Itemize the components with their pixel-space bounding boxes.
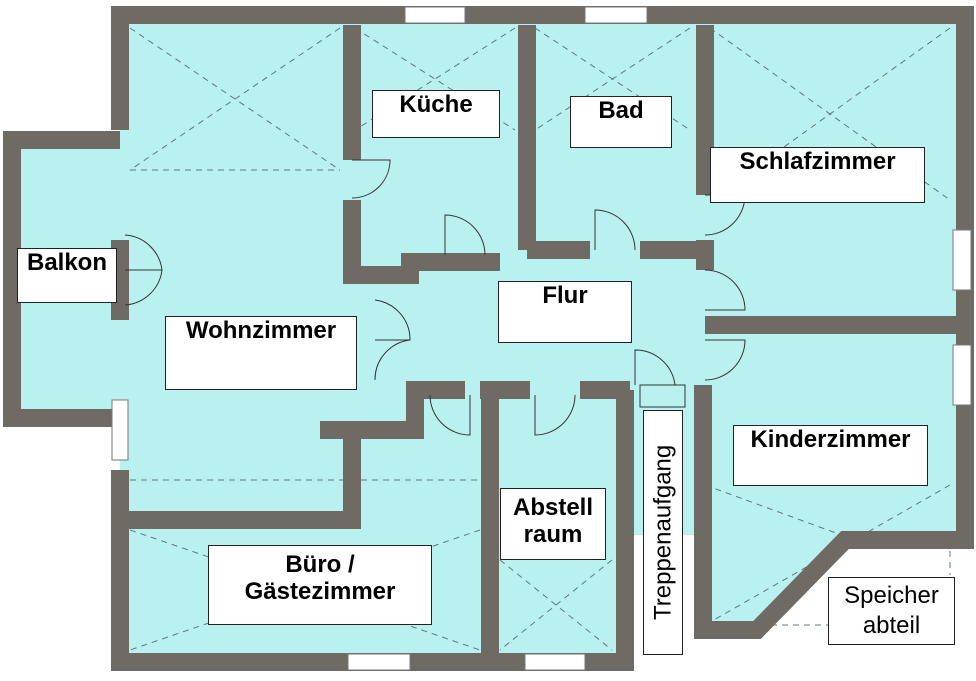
- buero-line-1: Büro /: [285, 551, 355, 578]
- buero-line-2: Gästezimmer: [244, 578, 396, 605]
- room-label-bad: Bad: [570, 96, 672, 148]
- room-label-treppenaufgang: Treppenaufgang: [643, 410, 683, 655]
- windows: [111, 6, 972, 671]
- room-label-buero: Büro / Gästezimmer: [208, 545, 432, 625]
- room-label-abstellraum: Abstell raum: [500, 488, 606, 560]
- room-label-speicherabteil: Speicher abteil: [828, 577, 955, 645]
- speicher-line-1: Speicher: [844, 582, 939, 609]
- abstellraum-line-1: Abstell: [512, 494, 593, 521]
- room-label-kinderzimmer: Kinderzimmer: [733, 425, 928, 486]
- abstellraum-line-2: raum: [523, 521, 583, 548]
- room-label-kueche: Küche: [372, 90, 500, 138]
- room-label-wohnzimmer: Wohnzimmer: [165, 316, 357, 390]
- room-label-schlafzimmer: Schlafzimmer: [710, 147, 925, 203]
- room-label-balkon: Balkon: [17, 248, 117, 303]
- doors: [124, 159, 746, 436]
- room-label-flur: Flur: [498, 281, 632, 343]
- speicher-line-2: abteil: [862, 612, 921, 639]
